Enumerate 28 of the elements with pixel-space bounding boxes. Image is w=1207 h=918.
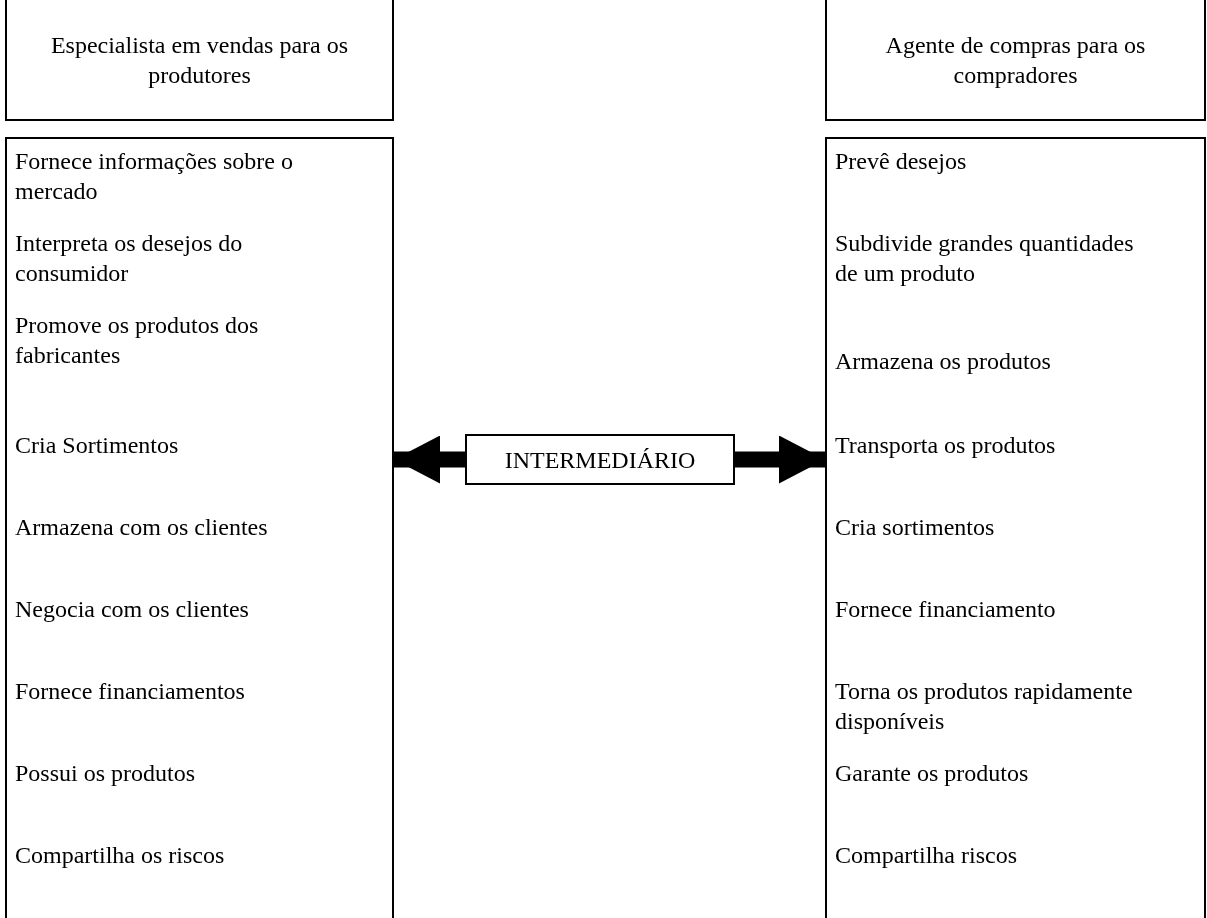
function-item: Garante os produtos xyxy=(835,759,1030,788)
function-item: Fornece financiamento xyxy=(835,595,1057,624)
function-item: Cria Sortimentos xyxy=(15,431,180,460)
function-item: Cria sortimentos xyxy=(835,513,996,542)
function-item: Torna os produtos rapidamente disponíveis xyxy=(835,677,1134,736)
function-item: Promove os produtos dos fabricantes xyxy=(15,311,260,370)
function-item: Armazena com os clientes xyxy=(15,513,269,542)
header-box xyxy=(825,0,1206,121)
function-item: Fornece financiamentos xyxy=(15,677,246,706)
function-item: Armazena os produtos xyxy=(835,347,1052,376)
thick-arrow xyxy=(735,435,825,484)
function-item: Possui os produtos xyxy=(15,759,197,788)
function-list-panel xyxy=(5,137,394,918)
intermediary-box xyxy=(465,434,735,485)
intermediary-label: INTERMEDIÁRIO xyxy=(503,445,697,475)
header-title: Agente de compras para os compradores xyxy=(884,30,1147,90)
function-item: Transporta os produtos xyxy=(835,431,1057,460)
function-item: Compartilha riscos xyxy=(835,841,1018,870)
function-item: Subdivide grandes quantidades de um produto xyxy=(835,229,1135,288)
header-title: Especialista em vendas para os produtores xyxy=(49,30,350,90)
header-box xyxy=(5,0,394,121)
function-item: Interpreta os desejos do consumidor xyxy=(15,229,244,288)
function-item: Prevê desejos xyxy=(835,147,968,176)
function-list-panel xyxy=(825,137,1206,918)
function-item: Compartilha os riscos xyxy=(15,841,226,870)
thick-arrow xyxy=(394,435,465,484)
function-item: Fornece informações sobre o mercado xyxy=(15,147,294,206)
function-item: Negocia com os clientes xyxy=(15,595,250,624)
